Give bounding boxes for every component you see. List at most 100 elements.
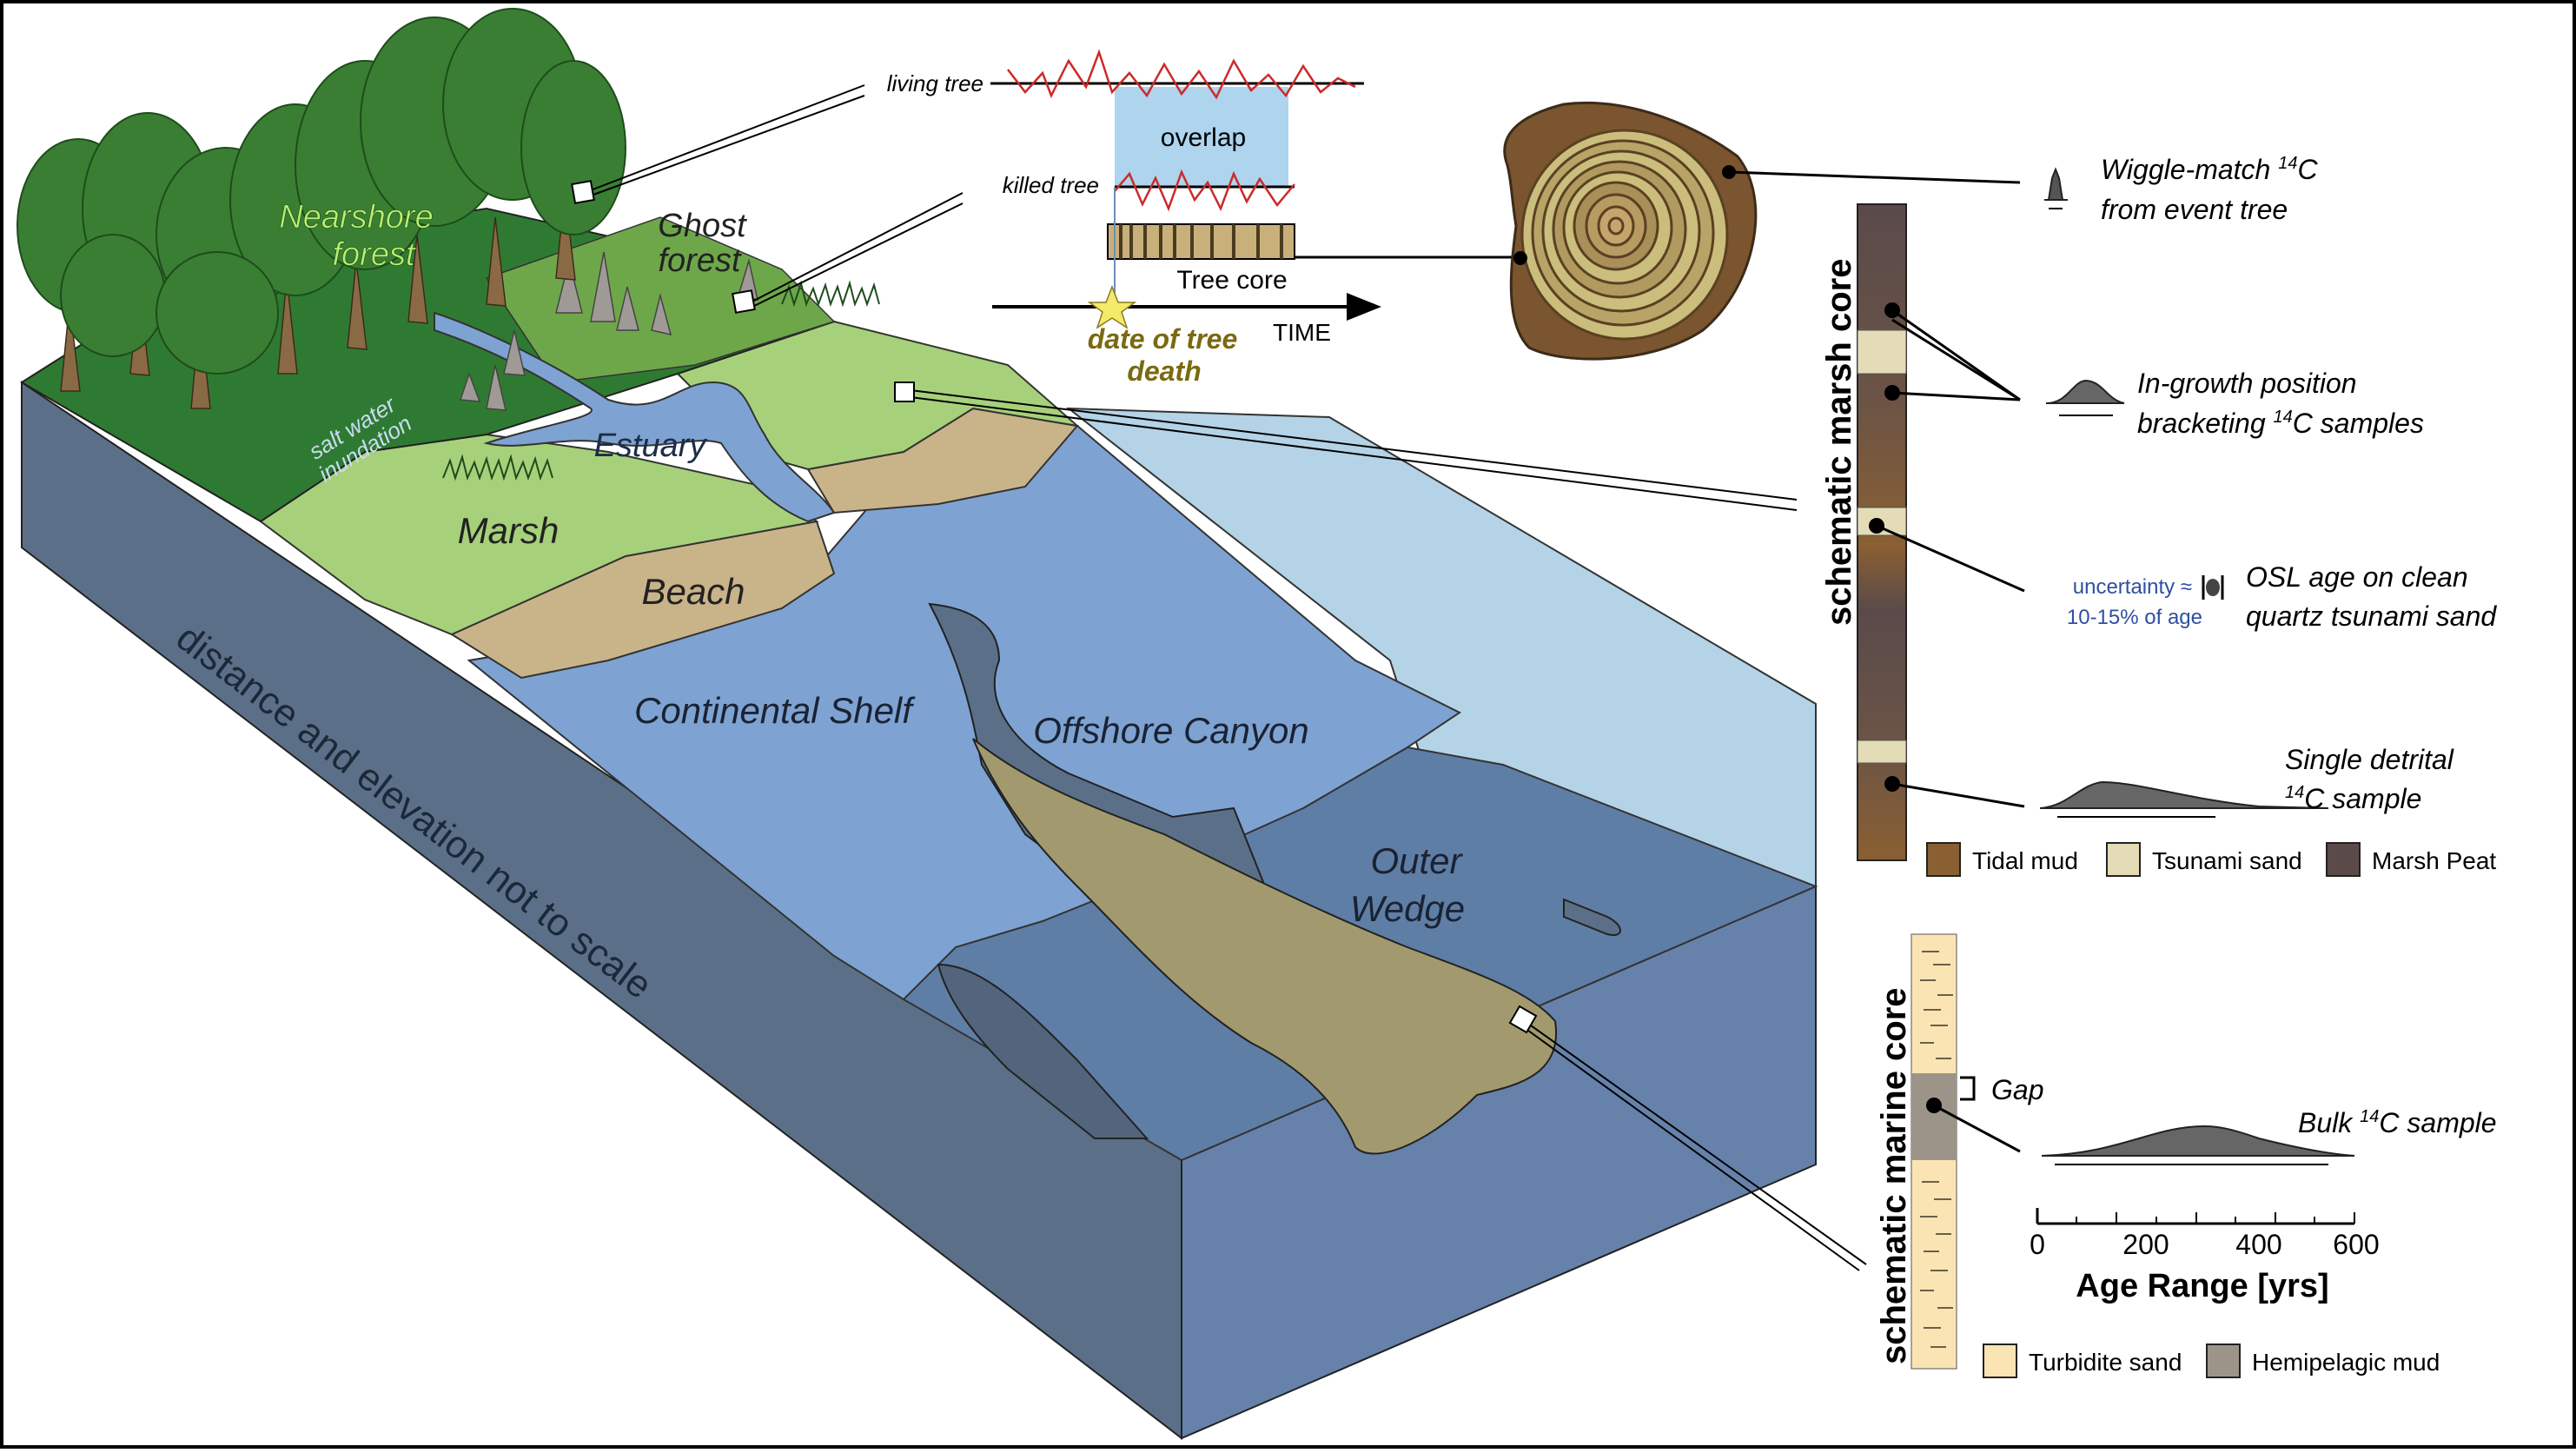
wiggle-leader	[1728, 170, 2021, 184]
legend-label-turbidite-sand: Turbidite sand	[2029, 1349, 2182, 1376]
growth-rings	[1520, 129, 1729, 341]
estuary-water	[434, 311, 836, 523]
marsh-grass	[442, 454, 553, 481]
tree-core-rings	[1119, 224, 1283, 259]
outer-wedge	[972, 738, 1558, 1155]
age-axis: 0 200 400 600 Age Range [yrs]	[2030, 1208, 2380, 1304]
ingrowth-text-a: bracketing	[2137, 408, 2274, 439]
wiggle-text-a: Wiggle-match	[2101, 154, 2278, 185]
bulk-label: Bulk 14C sample	[2298, 1107, 2497, 1138]
time-label: TIME	[1273, 319, 1331, 346]
ingrowth-label-2: bracketing 14C samples	[2137, 408, 2424, 439]
tree-core-bar	[1107, 223, 1295, 260]
marsh-legend: Tidal mud Tsunami sand Marsh Peat	[1926, 842, 2496, 877]
wiggle-label-1: Wiggle-match 14C	[2101, 154, 2318, 185]
legend-swatch-hemipelagic-mud	[2206, 1344, 2241, 1378]
tree-core-label: Tree core	[1176, 266, 1287, 295]
label-estuary: Estuary	[594, 428, 708, 464]
gap-bracket	[1960, 1076, 1976, 1101]
osl-error-bar-icon	[2202, 575, 2224, 600]
overlap-label: overlap	[1161, 123, 1246, 152]
detrital-sup: 14	[2285, 783, 2304, 802]
marsh-core-panel: schematic marsh core Wiggle-match 14C fr…	[1820, 154, 2497, 877]
age-tick-0: 0	[2030, 1229, 2045, 1260]
age-axis-title: Age Range [yrs]	[2076, 1268, 2328, 1304]
marsh-core-sand-3	[1857, 740, 1907, 764]
wiggle-distribution-icon	[2044, 167, 2068, 201]
killed-tree-series	[1114, 169, 1295, 212]
detrital-label-2: 14C sample	[2285, 783, 2421, 814]
osl-label-1: OSL age on clean	[2246, 561, 2468, 593]
marine-core-laminae	[1920, 951, 1953, 1348]
label-nearshore-forest-2: forest	[332, 236, 415, 273]
death-star-icon	[1087, 284, 1137, 329]
living-tree-series	[1007, 49, 1356, 100]
date-of-death-label-2: death	[1127, 355, 1201, 387]
label-ghost-forest-1: Ghost	[658, 208, 747, 244]
wiggle-text-c: C	[2297, 154, 2318, 185]
bulk-text-c: C sample	[2379, 1107, 2496, 1138]
wiggle-label-2: from event tree	[2101, 194, 2288, 225]
marine-core-panel: schematic marine core Gap Bulk 14C sampl…	[1875, 933, 2497, 1378]
legend-label-tsunami-sand: Tsunami sand	[2152, 847, 2302, 874]
killed-tree-label: killed tree	[1003, 172, 1099, 198]
ghost-trees	[459, 251, 758, 411]
detrital-text: C sample	[2304, 783, 2421, 814]
living-trees	[17, 8, 626, 409]
bulk-leader	[1933, 1104, 2021, 1153]
marine-core-mud	[1911, 1073, 1957, 1160]
marsh-core-title: schematic marsh core	[1820, 259, 1858, 626]
ingrowth-text-c: C samples	[2293, 408, 2424, 439]
living-tree-label: living tree	[887, 70, 983, 96]
osl-uncertainty-1: uncertainty ≈	[2073, 575, 2192, 599]
detrital-distribution-icon	[2039, 780, 2329, 809]
date-of-death-label-1: date of tree	[1088, 323, 1237, 355]
ingrowth-label-1: In-growth position	[2137, 368, 2357, 399]
label-continental-shelf: Continental Shelf	[634, 690, 916, 731]
age-tick-400: 400	[2235, 1229, 2281, 1260]
time-arrow-head	[1347, 293, 1381, 321]
legend-swatch-turbidite-sand	[1983, 1344, 2017, 1378]
detrital-label-1: Single detrital	[2285, 744, 2454, 775]
legend-label-tidal-mud: Tidal mud	[1972, 847, 2078, 874]
canyon-lower	[937, 963, 1149, 1139]
label-marsh: Marsh	[458, 510, 560, 551]
bulk-distribution-icon	[2041, 1125, 2355, 1157]
osl-uncertainty-2: 10-15% of age	[2067, 606, 2202, 629]
core-start-dot	[1513, 251, 1527, 265]
marine-core-title: schematic marine core	[1875, 987, 1913, 1364]
wiggle-sup: 14	[2278, 154, 2297, 173]
marsh-grass-north	[781, 280, 880, 308]
legend-swatch-tidal-mud	[1926, 842, 1961, 877]
channel-lobe	[1563, 898, 1621, 936]
tree-cross-section	[1503, 102, 2021, 361]
label-outer-wedge-1: Outer	[1370, 840, 1463, 881]
gap-label: Gap	[1991, 1074, 2043, 1105]
label-ghost-forest-2: forest	[658, 242, 741, 279]
label-beach: Beach	[641, 571, 745, 612]
osl-label-2: quartz tsunami sand	[2246, 600, 2497, 632]
marine-legend: Turbidite sand Hemipelagic mud	[1983, 1344, 2440, 1378]
leader-lines	[571, 84, 1867, 1271]
legend-label-hemipelagic-mud: Hemipelagic mud	[2252, 1349, 2440, 1376]
offshore-canyon	[928, 602, 1270, 914]
overlap-box	[1115, 87, 1288, 187]
label-offshore-canyon: Offshore Canyon	[1033, 710, 1309, 751]
age-tick-200: 200	[2122, 1229, 2169, 1260]
ingrowth-distribution-icon	[2045, 379, 2125, 404]
age-tick-600: 600	[2333, 1229, 2379, 1260]
block-diagram: Nearshore forest Ghost forest salt water…	[17, 8, 1867, 1441]
label-nearshore-forest-1: Nearshore	[279, 199, 433, 236]
ingrowth-sup: 14	[2274, 408, 2293, 427]
legend-label-marsh-peat: Marsh Peat	[2372, 847, 2496, 874]
legend-swatch-marsh-peat	[2326, 842, 2361, 877]
bulk-sup: 14	[2360, 1107, 2379, 1126]
marsh-core-leaders	[1876, 309, 2025, 808]
tree-ring-panel: living tree killed tree overlap Tree cor…	[887, 49, 1519, 387]
marsh-core-sand-1	[1857, 329, 1907, 375]
label-outer-wedge-2: Wedge	[1350, 888, 1465, 929]
bulk-text-a: Bulk	[2298, 1107, 2360, 1138]
